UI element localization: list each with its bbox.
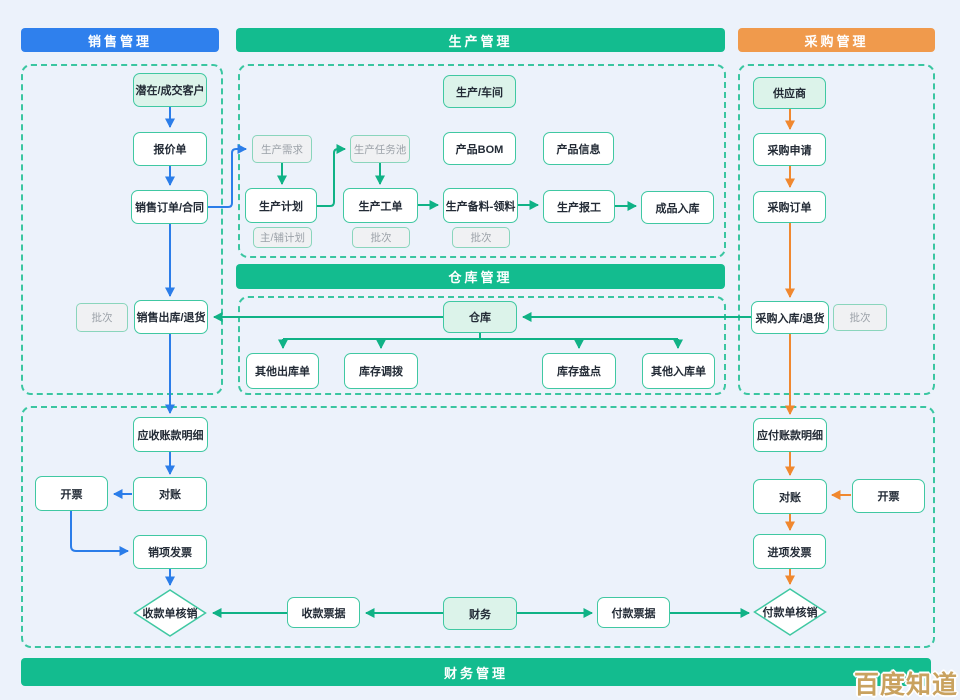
sales-section-zone xyxy=(21,64,223,395)
node-warehouse: 仓库 xyxy=(443,301,517,333)
node-production-report: 生产报工 xyxy=(543,190,615,223)
node-production-workshop: 生产/车间 xyxy=(443,75,516,108)
section-header-warehouse: 仓库管理 xyxy=(236,264,725,289)
section-header-finance: 财务管理 xyxy=(21,658,931,686)
node-other-inbound: 其他入库单 xyxy=(642,353,715,389)
node-product-bom: 产品BOM xyxy=(443,132,516,165)
node-ar-detail: 应收账款明细 xyxy=(133,417,208,452)
warehouse-section-zone xyxy=(238,296,726,395)
purchase-section-zone xyxy=(738,64,935,395)
node-payment-writeoff: 付款单核销 xyxy=(753,588,827,636)
node-receipt-writeoff: 收款单核销 xyxy=(133,589,207,637)
node-ar-reconcile: 对账 xyxy=(133,477,207,511)
node-stock-transfer: 库存调拨 xyxy=(344,353,418,389)
node-order-batch: 批次 xyxy=(352,227,410,248)
node-product-info: 产品信息 xyxy=(543,132,614,165)
node-sales-order: 销售订单/合同 xyxy=(131,190,208,224)
node-quotation: 报价单 xyxy=(133,132,207,166)
node-material-batch: 批次 xyxy=(452,227,510,248)
finance-section-zone xyxy=(21,406,935,648)
node-finished-inbound: 成品入库 xyxy=(641,191,714,224)
node-ap-reconcile: 对账 xyxy=(753,479,827,514)
node-payment-note: 付款票据 xyxy=(597,597,670,628)
node-other-outbound: 其他出库单 xyxy=(246,353,319,389)
node-production-plan: 生产计划 xyxy=(245,188,317,223)
node-sales-invoice: 销项发票 xyxy=(133,535,207,569)
node-sales-outbound: 销售出库/退货 xyxy=(134,300,208,334)
node-production-demand: 生产需求 xyxy=(252,135,312,163)
node-supplier: 供应商 xyxy=(753,77,826,109)
node-purchase-order: 采购订单 xyxy=(753,191,826,223)
section-header-sales: 销售管理 xyxy=(21,28,219,52)
node-production-order: 生产工单 xyxy=(343,188,418,223)
node-potential-customer: 潜在/成交客户 xyxy=(133,73,207,107)
node-finance-center: 财务 xyxy=(443,597,517,630)
node-plan-sub: 主/辅计划 xyxy=(253,227,312,248)
node-stock-check: 库存盘点 xyxy=(542,353,616,389)
section-header-production: 生产管理 xyxy=(236,28,725,52)
node-ap-invoice-issue: 开票 xyxy=(852,479,925,513)
baidu-zhidao-watermark: 百度知道 xyxy=(853,671,958,699)
node-production-material: 生产备料-领料 xyxy=(443,188,518,223)
node-sales-batch: 批次 xyxy=(76,303,128,332)
node-receipt-note: 收款票据 xyxy=(287,597,360,628)
node-ap-detail: 应付账款明细 xyxy=(753,418,827,452)
node-purchase-batch: 批次 xyxy=(833,304,887,331)
section-header-purchase: 采购管理 xyxy=(738,28,935,52)
node-ar-invoice-issue: 开票 xyxy=(35,476,108,511)
node-purchase-inbound: 采购入库/退货 xyxy=(751,301,829,334)
node-purchase-request: 采购申请 xyxy=(753,133,826,166)
node-production-task-pool: 生产任务池 xyxy=(350,135,410,163)
node-purchase-invoice: 进项发票 xyxy=(753,534,826,569)
